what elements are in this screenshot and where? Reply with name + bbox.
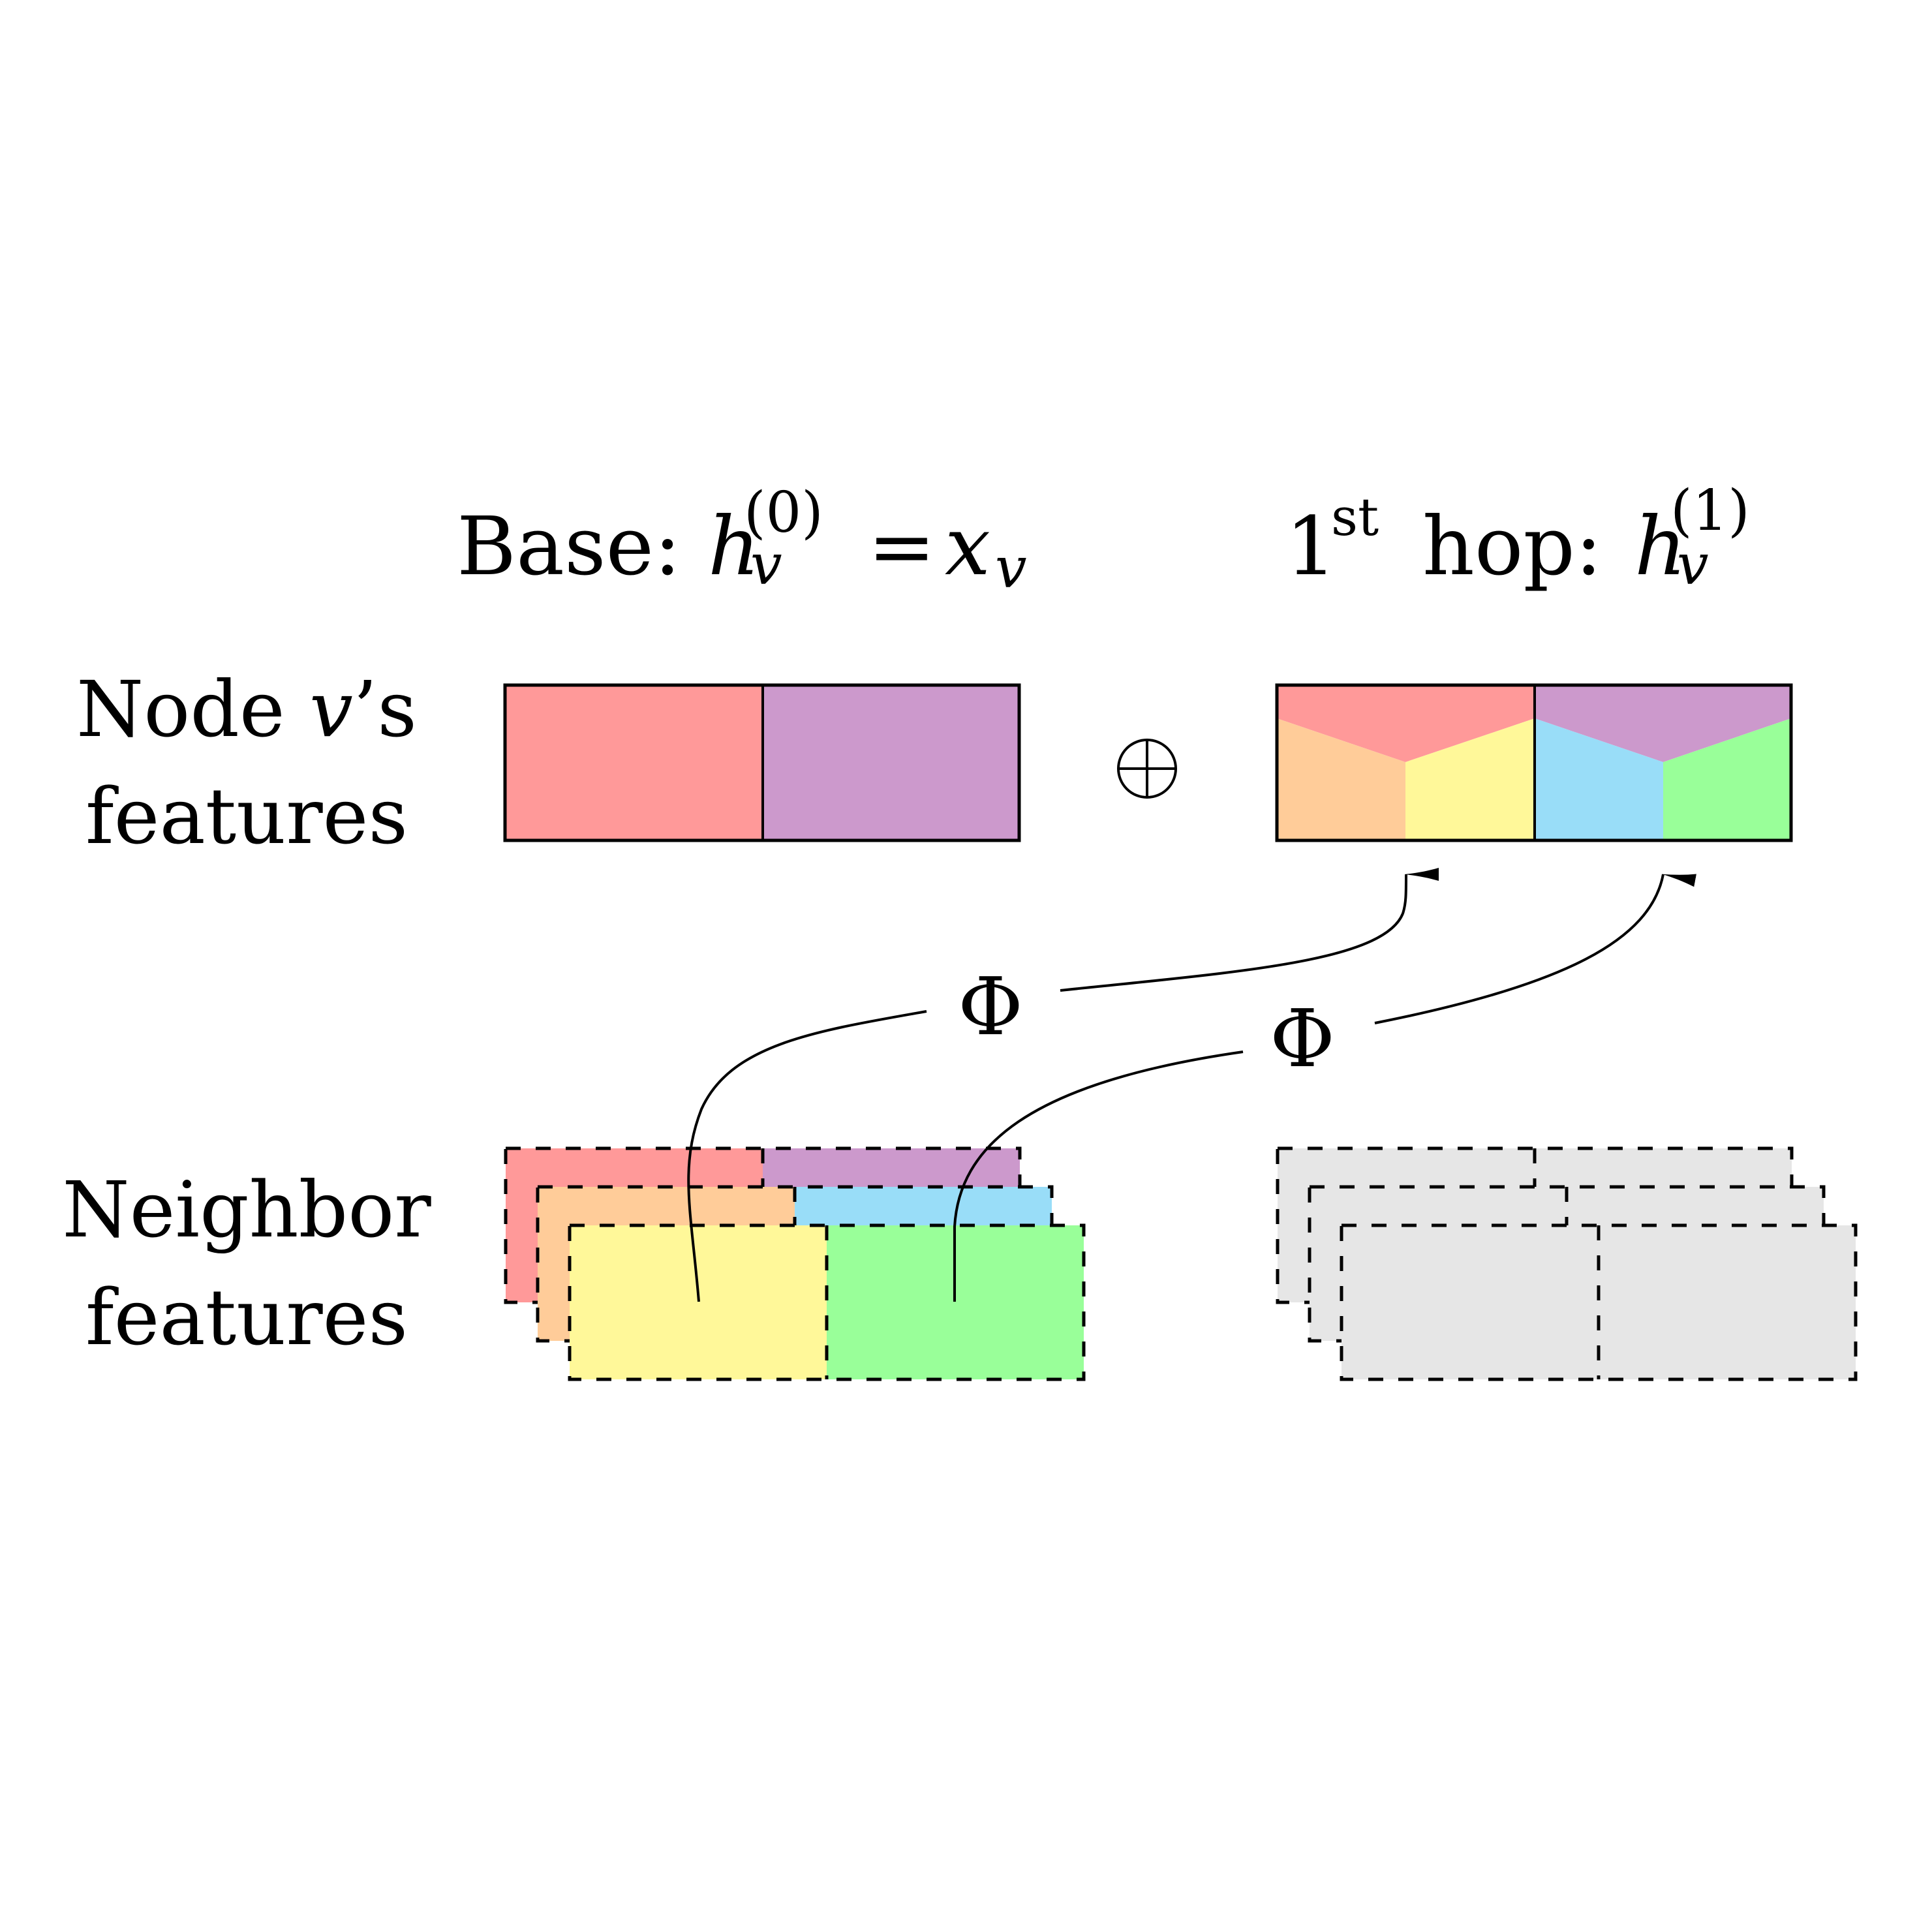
hop-cell-right-top	[1535, 685, 1791, 762]
base-feature-cell-right	[763, 685, 1019, 840]
neighbor-stack-colored	[504, 1146, 1086, 1381]
base-title-sup: (0)	[744, 480, 823, 545]
neighbor-feature-vector	[568, 1223, 1086, 1381]
aggregation-curve-left-lower	[687, 1010, 927, 1302]
base-title-rhs: x	[945, 500, 990, 594]
neighbor-label-line2: features	[85, 1272, 408, 1362]
base-title: Base: h v (0) = x v	[457, 480, 1027, 601]
neighbor-feature-cell	[1342, 1225, 1599, 1379]
svg-text:Base:: Base:	[457, 500, 681, 594]
node-label-part-b: ’s	[353, 664, 417, 754]
neighbor-feature-cell	[570, 1225, 827, 1379]
hop-feature-vector	[1275, 683, 1793, 842]
node-label-line2: features	[85, 771, 408, 861]
node-label-part-a: Node	[76, 664, 309, 754]
base-title-rhs-sub: v	[995, 536, 1027, 601]
hop-cell-left-top	[1277, 685, 1535, 762]
hop-cell-right-bottom-right	[1663, 718, 1791, 840]
hop-title-num: 1	[1285, 500, 1337, 594]
hop-cell-left-bottom-left	[1277, 718, 1405, 840]
hop-title-var: h	[1634, 500, 1687, 594]
node-label-var: v	[309, 664, 353, 754]
aggregator-phi-right: Φ	[1270, 992, 1335, 1085]
concat-operator-icon	[1117, 739, 1177, 799]
base-title-sub: v	[750, 532, 782, 598]
hop-title-sub: v	[1677, 532, 1709, 598]
node-features-label: Node v’s features	[76, 664, 417, 861]
hop-title-word: hop:	[1422, 500, 1602, 594]
aggregation-curve-right-lower	[953, 1050, 1244, 1302]
aggregation-arrow-right-upper	[1374, 874, 1696, 1024]
neighbor-features-label: Neighbor features	[62, 1165, 431, 1362]
hop-title-sup: (1)	[1670, 478, 1750, 544]
hop-cell-right-bottom-left	[1535, 718, 1663, 840]
hop-title: 1 st hop: h v (1)	[1285, 478, 1750, 598]
neighbor-stack-gray	[1276, 1146, 1858, 1381]
neighbor-feature-cell	[1599, 1225, 1856, 1379]
base-feature-vector	[503, 683, 1021, 842]
neighbor-label-line1: Neighbor	[62, 1165, 431, 1255]
base-title-var: h	[708, 500, 760, 594]
aggregation-arrow-left-upper	[1060, 868, 1439, 992]
base-title-prefix: Base:	[457, 500, 681, 594]
svg-text:Node v’s: Node v’s	[76, 664, 417, 754]
neighbor-feature-vector	[1340, 1223, 1858, 1381]
base-title-eq: =	[868, 500, 936, 594]
aggregator-phi-left: Φ	[958, 960, 1023, 1053]
hop-title-ord: st	[1331, 487, 1379, 547]
hop-cell-left-bottom-right	[1405, 718, 1535, 840]
base-feature-cell-left	[505, 685, 763, 840]
aggregation-arrows	[687, 868, 1696, 1302]
